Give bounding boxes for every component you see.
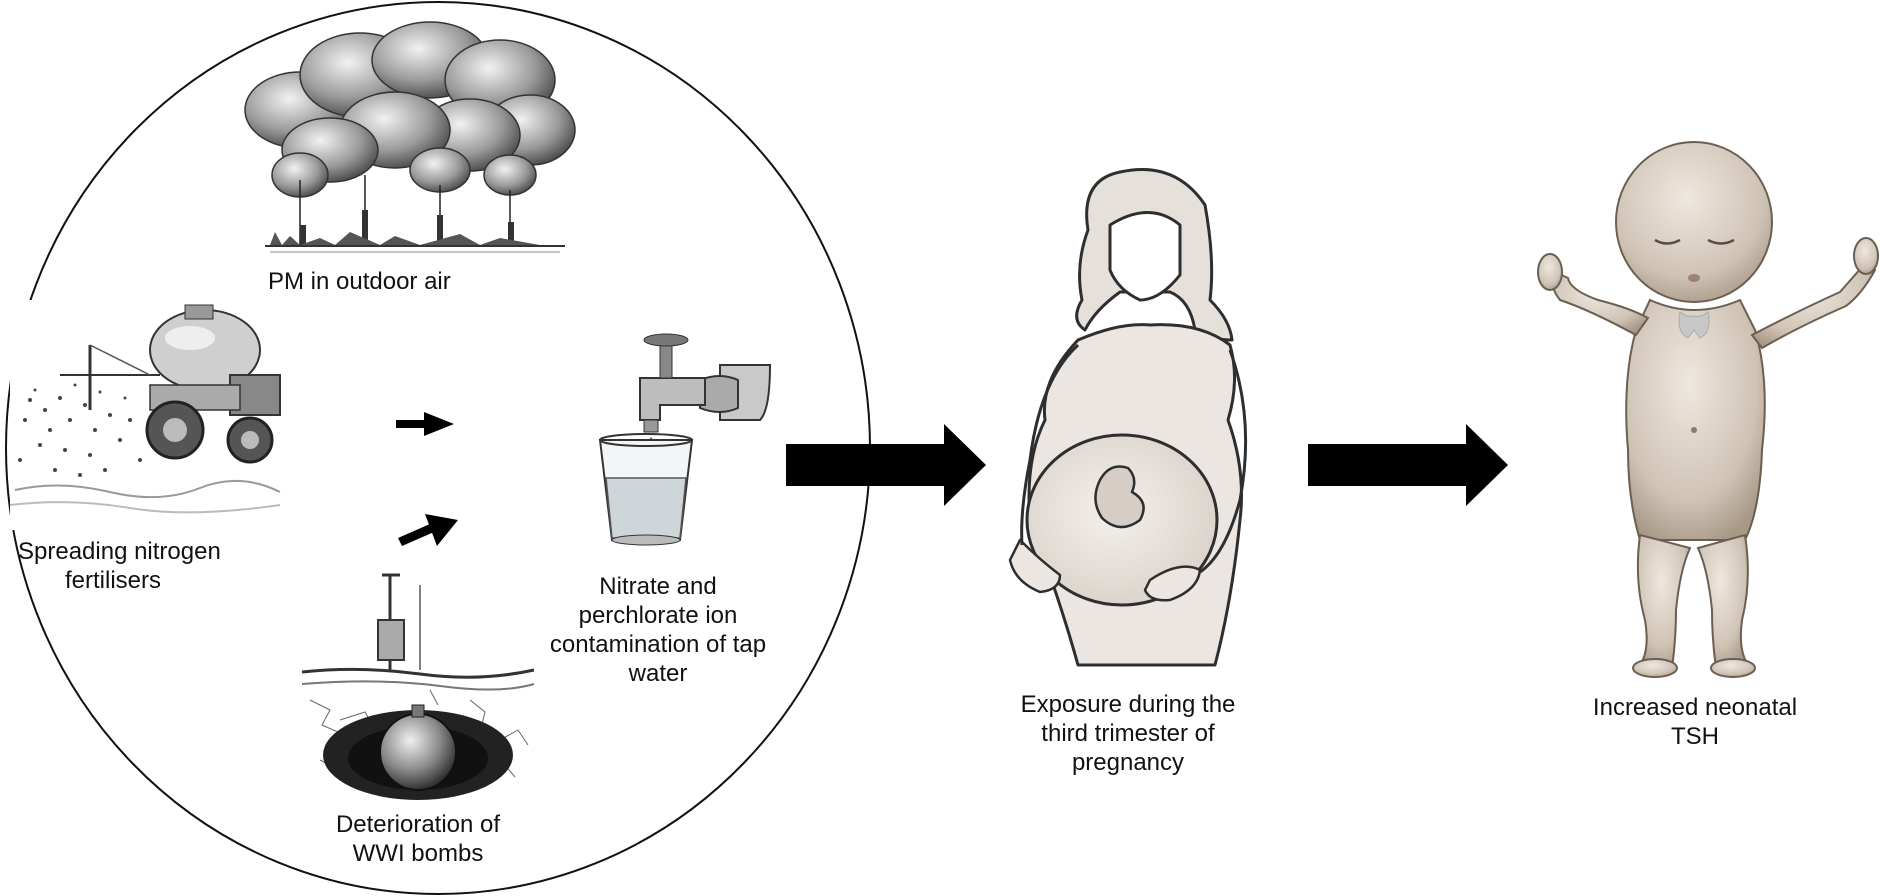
label-pm-air: PM in outdoor air bbox=[268, 267, 451, 296]
label-pregnancy-exposure: Exposure during the third trimester of p… bbox=[1008, 690, 1248, 777]
buried-bomb-icon bbox=[302, 568, 534, 800]
label-tap-line4: water bbox=[548, 659, 768, 688]
small-arrow-lower bbox=[398, 514, 458, 546]
label-tap-line2: perchlorate ion bbox=[548, 601, 768, 630]
label-fertilisers-line1: Spreading nitrogen bbox=[18, 537, 208, 566]
water-tap-glass-icon bbox=[600, 334, 770, 545]
label-pregnancy-line1: Exposure during the bbox=[1008, 690, 1248, 719]
label-fertilisers: Spreading nitrogen fertilisers bbox=[18, 537, 208, 595]
factory-smoke-icon bbox=[245, 22, 575, 252]
big-arrow-1 bbox=[786, 424, 986, 506]
label-bombs-line2: WWI bombs bbox=[318, 839, 518, 868]
newborn-baby-icon bbox=[1538, 142, 1878, 677]
big-arrow-2 bbox=[1308, 424, 1508, 506]
label-tap-water: Nitrate and perchlorate ion contaminatio… bbox=[548, 572, 768, 688]
label-wwi-bombs: Deterioration of WWI bombs bbox=[318, 810, 518, 868]
label-baby-line2: TSH bbox=[1580, 722, 1810, 751]
small-arrow-upper bbox=[396, 412, 454, 436]
label-baby-line1: Increased neonatal bbox=[1580, 693, 1810, 722]
label-pregnancy-line3: pregnancy bbox=[1008, 748, 1248, 777]
label-tap-line3: contamination of tap bbox=[548, 630, 768, 659]
label-pregnancy-line2: third trimester of bbox=[1008, 719, 1248, 748]
fertiliser-tractor-icon bbox=[10, 300, 280, 530]
label-neonatal-tsh: Increased neonatal TSH bbox=[1580, 693, 1810, 751]
pregnant-woman-icon bbox=[1010, 169, 1246, 665]
label-tap-line1: Nitrate and bbox=[548, 572, 768, 601]
label-fertilisers-line2: fertilisers bbox=[18, 566, 208, 595]
label-bombs-line1: Deterioration of bbox=[318, 810, 518, 839]
